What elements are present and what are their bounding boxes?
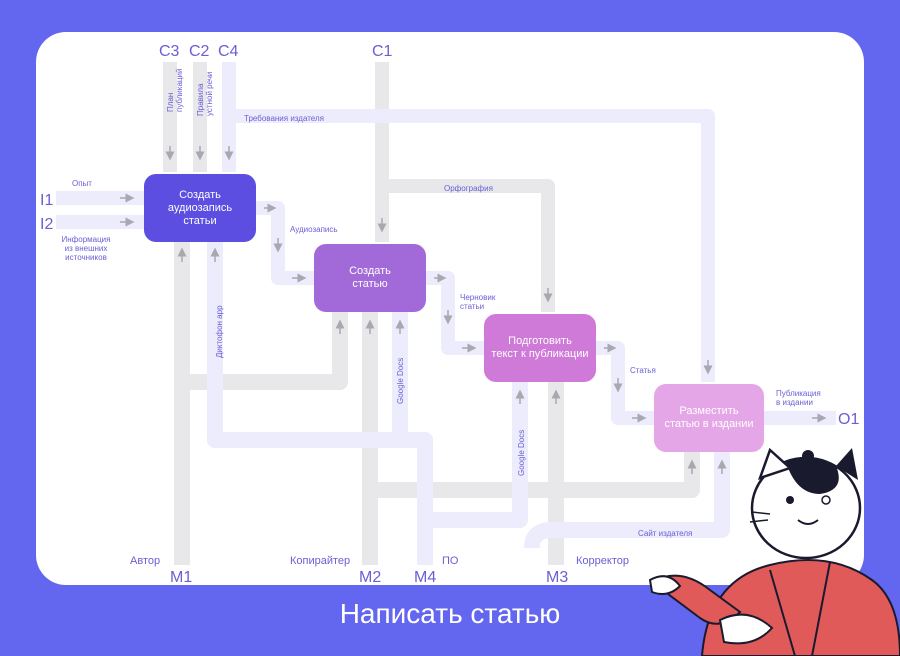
code-i1: I1	[40, 192, 53, 209]
label-statya: Статья	[630, 366, 656, 375]
code-c2: C2	[189, 43, 210, 60]
block-3[interactable]: Подготовить текст к публикации	[484, 314, 596, 382]
ctrl-trebovaniya	[229, 109, 715, 382]
mech-po	[425, 382, 528, 528]
block-4[interactable]: Разместить статью в издании	[654, 384, 764, 452]
mech-m1-branch	[182, 312, 348, 390]
label-gdocs2: Google Docs	[517, 430, 526, 476]
label-korrektor: Корректор	[576, 555, 629, 567]
flow-statya	[596, 341, 654, 425]
mech-dictofon	[207, 240, 433, 565]
label-orfografiya: Орфография	[444, 184, 493, 193]
code-c3: C3	[159, 43, 180, 60]
code-o1: O1	[838, 411, 859, 428]
code-i2: I2	[40, 216, 53, 233]
code-m2: M2	[359, 569, 381, 586]
block-1[interactable]: Создать аудиозапись статьи	[144, 174, 256, 242]
flow-chernovik	[426, 271, 484, 355]
block-2[interactable]: Создать статью	[314, 244, 426, 312]
code-m1: M1	[170, 569, 192, 586]
code-c4: C4	[218, 43, 239, 60]
label-plan: Планпубликаций	[166, 69, 184, 112]
label-avtor: Автор	[130, 555, 160, 567]
flow-audiozapis	[256, 201, 314, 285]
page-title: Написать статью	[339, 598, 561, 629]
mech-sait	[524, 452, 730, 549]
label-kopiraiter: Копирайтер	[290, 555, 350, 567]
cat-mascot-illustration	[648, 447, 900, 656]
label-pravila: Правилаустной речи	[196, 72, 214, 116]
label-gdocs1: Google Docs	[396, 358, 405, 404]
label-diktofon: Диктофон app	[215, 305, 224, 358]
label-trebovaniya: Требования издателя	[244, 114, 324, 123]
label-po: ПО	[442, 555, 459, 567]
label-sait: Сайт издателя	[638, 529, 692, 538]
label-audiozapis: Аудиозапись	[290, 225, 338, 234]
code-m3: M3	[546, 569, 568, 586]
ctrl-orfografiya	[382, 179, 555, 312]
code-m4: M4	[414, 569, 436, 586]
label-opyt: Опыт	[72, 179, 92, 188]
code-c1: C1	[372, 43, 393, 60]
